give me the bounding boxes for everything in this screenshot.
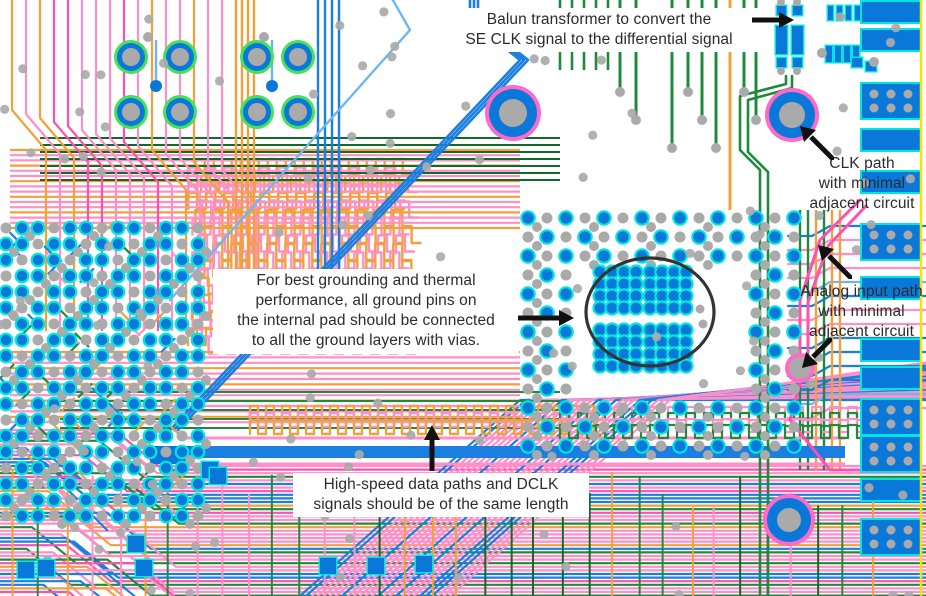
arrow-up-left-clk [800,126,836,165]
annotation-analog-input-note: Analog input path with minimal adjacent … [800,283,923,341]
annotation-clk-path-note: CLK path with minimal adjacent circuit [809,155,915,213]
arrow-right-ground [518,310,574,331]
silkscreen-and-outline [584,0,923,596]
arrow-down-left-analog-lower [802,336,834,373]
arrow-up-highspeed [424,425,440,476]
annotation-balun-note: Balun transformer to convert the SE CLK … [440,8,758,53]
annotation-ground-pins-note: For best grounding and thermal performan… [213,269,519,354]
arrow-up-left-analog [818,245,854,284]
arrow-right-balun [752,12,794,33]
annotation-highspeed-note: High-speed data paths and DCLK signals s… [293,473,589,518]
